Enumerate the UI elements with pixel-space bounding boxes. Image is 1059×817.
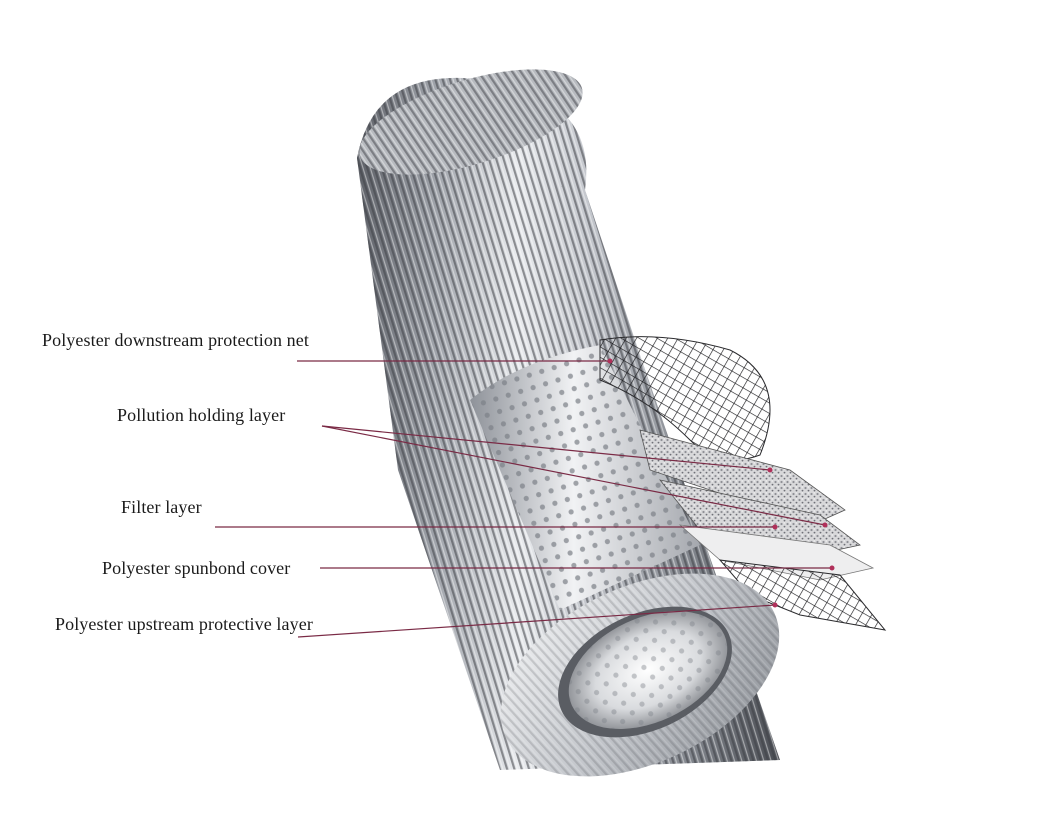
label-spunbond-cover: Polyester spunbond cover [102, 558, 291, 578]
leader-dot-downstream [607, 358, 613, 364]
label-filter-layer: Filter layer [121, 497, 202, 517]
leader-line-pollution-a [321, 425, 771, 471]
label-downstream-protection-net: Polyester downstream protection net [42, 330, 309, 350]
leader-dot-upstream [772, 602, 778, 608]
leader-dot-pollution-a [767, 467, 773, 473]
label-upstream-protective-layer: Polyester upstream protective layer [55, 614, 313, 634]
label-pollution-holding-layer: Pollution holding layer [117, 405, 286, 425]
leader-line-pollution-b [321, 425, 826, 526]
leader-dot-pollution-b [822, 522, 828, 528]
leader-dot-filter [772, 524, 778, 530]
leader-dot-spunbond [829, 565, 835, 571]
leader-line-upstream [297, 604, 776, 638]
